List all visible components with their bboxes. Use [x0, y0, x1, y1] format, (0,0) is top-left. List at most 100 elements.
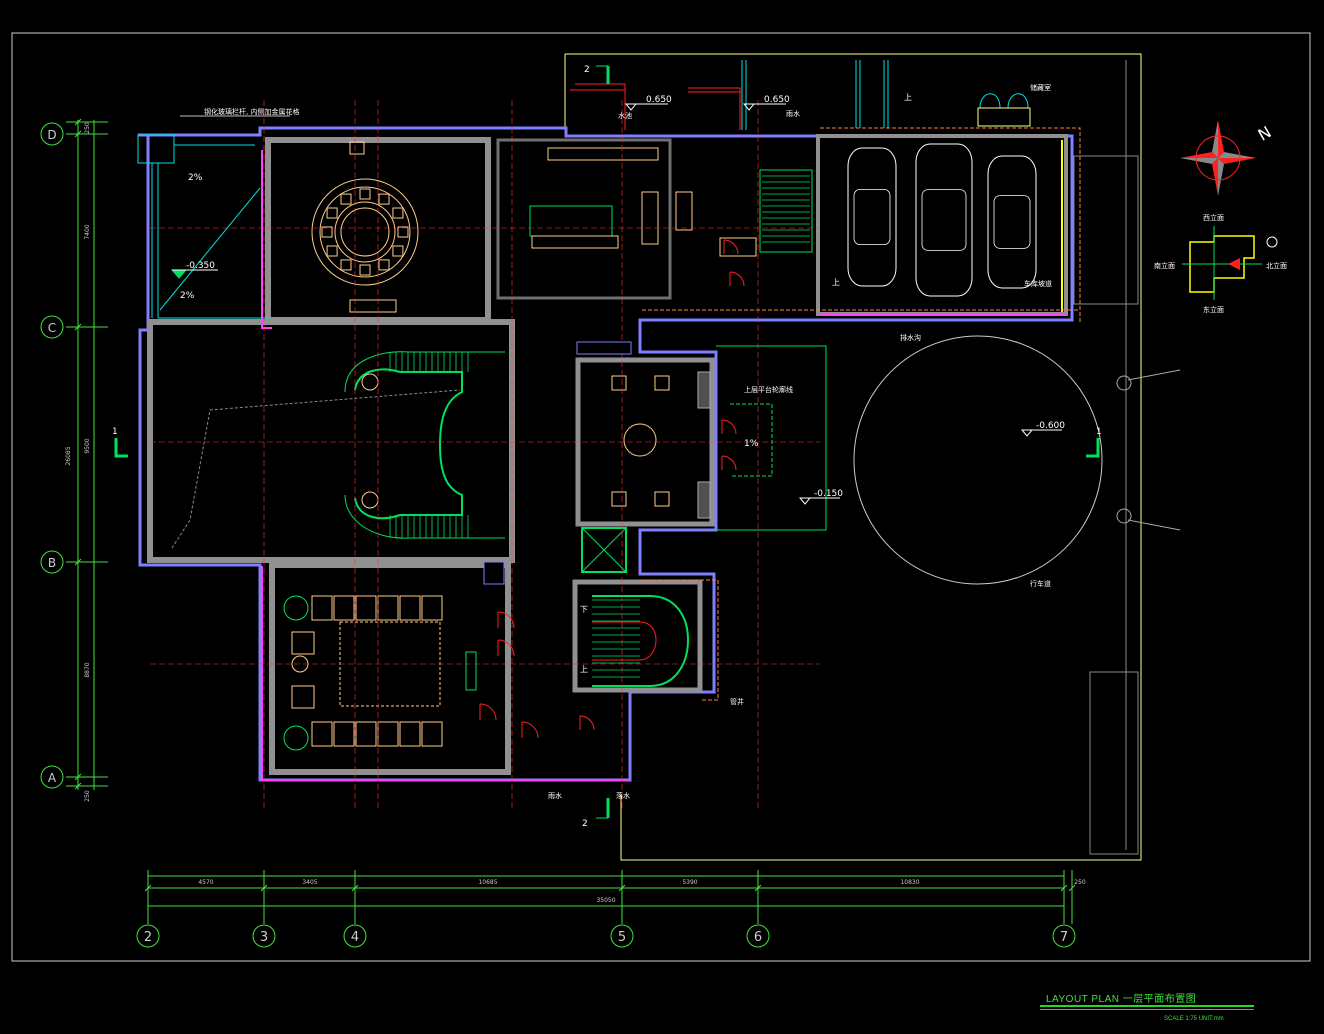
- dining-lamp: [349, 141, 365, 155]
- dining-chair: [340, 193, 352, 205]
- section-2-bottom-label: 2: [582, 819, 588, 829]
- dining-chair: [326, 207, 338, 219]
- facade-east-label: 东立面: [1203, 305, 1224, 314]
- door-swing: [723, 239, 739, 255]
- gate-post-1: [1116, 375, 1132, 391]
- section-1-left-label: 1: [112, 427, 118, 437]
- dim-text-total: 35050: [596, 897, 615, 904]
- svg-text:0.650: 0.650: [646, 95, 672, 105]
- garage-eave-line: [820, 127, 1081, 322]
- key-plan: [1182, 226, 1278, 300]
- svg-text:3: 3: [260, 930, 268, 945]
- svg-text:2: 2: [144, 930, 152, 945]
- railing-note: 钢化玻璃栏杆, 内侧加金属花格: [204, 107, 299, 116]
- car-roof: [921, 189, 967, 251]
- stair-treads: [389, 175, 810, 678]
- water-tank-label: 水池: [618, 111, 632, 120]
- living-sofas: [291, 595, 443, 747]
- svg-text:-0.150: -0.150: [814, 489, 843, 499]
- dining-chair: [326, 245, 338, 257]
- dining-chair: [321, 226, 333, 238]
- dining-chair: [340, 259, 352, 271]
- facade-west-label: 西立面: [1203, 213, 1224, 222]
- kitchen-counter: [547, 147, 659, 161]
- upper-platform-outline: [716, 345, 827, 531]
- level-mark-3: -0.350: [170, 261, 218, 279]
- bottom-grid-ticks: [144, 870, 1076, 924]
- grid-bubble-row-C: C: [40, 315, 64, 339]
- svg-text:5: 5: [618, 930, 626, 945]
- svg-text:0.650: 0.650: [764, 95, 790, 105]
- plant-2: [283, 725, 309, 751]
- grid-bubble-col-5: 5: [610, 924, 634, 948]
- dim-left-text-2: 7400: [84, 224, 91, 239]
- north-door-arc: [979, 93, 1001, 109]
- plant-1: [283, 595, 309, 621]
- dining-chair: [359, 264, 371, 276]
- dining-chair: [392, 245, 404, 257]
- sideboard: [349, 299, 397, 313]
- eave-line-3: [640, 579, 719, 701]
- section-1-right-label: 1: [1096, 427, 1102, 437]
- armchair: [377, 595, 399, 621]
- dim-slash: [74, 558, 82, 566]
- intercept-ditch-label: 排水沟: [900, 333, 921, 342]
- armchair: [377, 721, 399, 747]
- slope-label-3: 1%: [744, 439, 759, 449]
- svg-text:4: 4: [351, 930, 359, 945]
- dim-left-text-1: 250: [84, 122, 91, 134]
- car: [987, 155, 1037, 289]
- dining-chair: [378, 193, 390, 205]
- kitchen-wall: [496, 138, 672, 300]
- dim-slash: [260, 884, 268, 892]
- north-door-arc-2: [1007, 93, 1029, 109]
- shaft-tag: [483, 561, 505, 585]
- dim-slash: [618, 884, 626, 892]
- side-block-bottom: [1089, 671, 1139, 855]
- dim-left-total-text: 26085: [65, 446, 72, 465]
- north-compass-icon: [1180, 120, 1256, 196]
- axis-lines: [150, 100, 820, 810]
- car: [847, 147, 897, 287]
- dim-slash: [74, 323, 82, 331]
- dim-slash: [74, 782, 82, 790]
- drawing-title: LAYOUT PLAN 一层平面布置图: [1046, 994, 1197, 1005]
- upper-platform-inner: [730, 403, 773, 477]
- kitchen-island: [529, 205, 613, 237]
- dim-text-3: 10685: [478, 879, 497, 886]
- svg-text:6: 6: [754, 930, 762, 945]
- armchair: [291, 685, 315, 709]
- gate-post-2: [1116, 508, 1132, 524]
- section-cut-left: [114, 438, 128, 458]
- pipe-red-3: [688, 87, 741, 130]
- armchair: [399, 721, 421, 747]
- dim-text-1: 4570: [198, 879, 213, 886]
- garage-cars: [847, 143, 1037, 297]
- dim-slash: [74, 130, 82, 138]
- left-grid-ticks: [66, 118, 108, 790]
- dining-chairs: [321, 188, 409, 276]
- svg-text:-0.600: -0.600: [1036, 421, 1065, 431]
- grid-bubble-col-2: 2: [136, 924, 160, 948]
- title-underline-thick: [1040, 1005, 1254, 1007]
- door-swing: [479, 703, 497, 721]
- door-swing: [579, 715, 595, 731]
- north-porch: [977, 107, 1031, 127]
- dim-text-4: 5390: [682, 879, 697, 886]
- door-swing: [521, 721, 539, 739]
- garage-stair: [759, 169, 813, 253]
- level-mark-4: -0.600: [1020, 421, 1065, 437]
- grid-bubble-row-D: D: [40, 122, 64, 146]
- level-mark-2: 0.650: [742, 95, 790, 111]
- armchair: [333, 721, 355, 747]
- armchair: [355, 721, 377, 747]
- dim-text-6: 250: [1074, 879, 1086, 886]
- dim-slash: [144, 884, 152, 892]
- door-swing: [729, 271, 745, 287]
- drain-label: 雨水: [786, 109, 800, 118]
- door-swing: [497, 639, 515, 657]
- armchair: [421, 721, 443, 747]
- section-cut-right: [1086, 438, 1100, 458]
- downpipe-label: 落水: [616, 791, 630, 800]
